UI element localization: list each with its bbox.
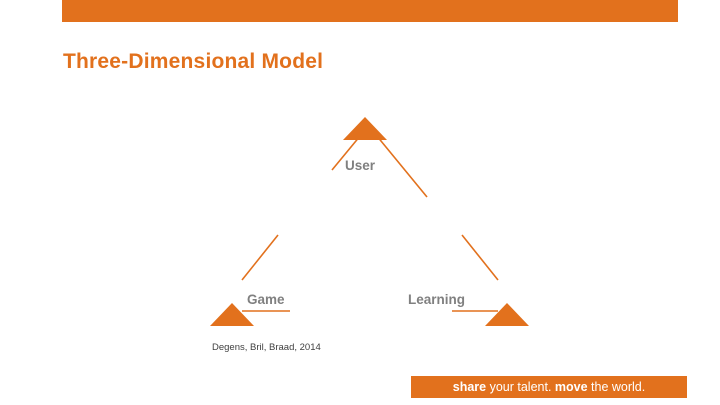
footer-text-your-talent: your talent. xyxy=(486,380,555,394)
node-label-game: Game xyxy=(247,292,285,307)
footer-word-move: move xyxy=(554,380,588,394)
header-accent-bar xyxy=(62,0,678,22)
page-title: Three-Dimensional Model xyxy=(63,50,324,73)
three-dimensional-model-diagram: User Game Learning xyxy=(180,100,560,340)
node-label-learning: Learning xyxy=(408,292,466,307)
footer-word-share: share xyxy=(452,380,487,394)
edge-user-right-lower xyxy=(461,234,499,281)
node-marker-game xyxy=(210,303,254,326)
footer-bar: share your talent. move the world. xyxy=(411,376,687,398)
node-marker-learning xyxy=(485,303,529,326)
footer-text-the-world: the world. xyxy=(587,380,646,394)
triangle-diagram-svg xyxy=(210,117,529,326)
citation-text: Degens, Bril, Braad, 2014 xyxy=(212,342,321,353)
node-label-user: User xyxy=(345,158,376,173)
footer-tagline: share your talent. move the world. xyxy=(453,380,645,394)
node-marker-user xyxy=(343,117,387,140)
edge-user-right-upper xyxy=(371,129,428,198)
edge-user-left-lower xyxy=(241,234,279,281)
